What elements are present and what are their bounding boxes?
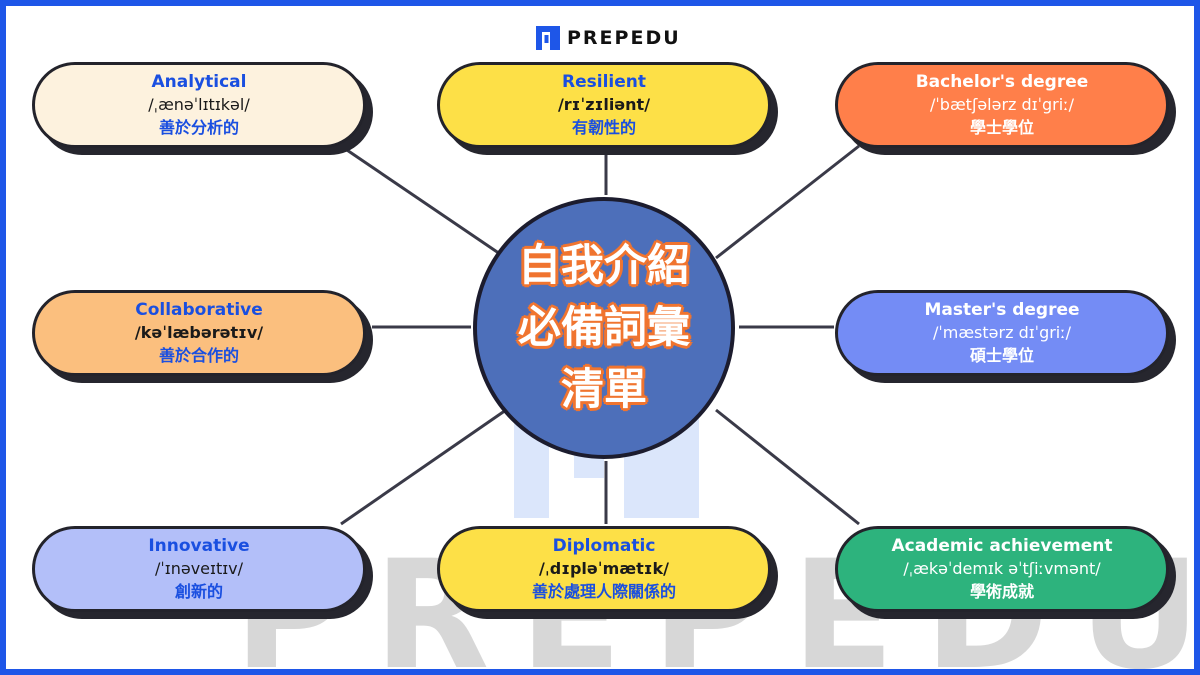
node-pill: Collaborative /kəˈlæbərətɪv/ 善於合作的 bbox=[32, 290, 366, 376]
vocab-node-analytical: Analytical /ˌænəˈlɪtɪkəl/ 善於分析的 bbox=[32, 62, 373, 155]
node-translation: 碩士學位 bbox=[969, 346, 1034, 365]
connector-line bbox=[715, 144, 860, 260]
node-pill: Master's degree /ˈmæstərz dɪˈgriː/ 碩士學位 bbox=[835, 290, 1169, 376]
node-term: Master's degree bbox=[924, 300, 1080, 320]
node-term: Academic achievement bbox=[891, 536, 1113, 556]
node-pill: Diplomatic /ˌdɪpləˈmætɪk/ 善於處理人際關係的 bbox=[437, 526, 771, 612]
node-pill: Resilient /rɪˈzɪliənt/ 有韌性的 bbox=[437, 62, 771, 148]
node-term: Bachelor's degree bbox=[915, 72, 1089, 92]
node-pill: Analytical /ˌænəˈlɪtɪkəl/ 善於分析的 bbox=[32, 62, 366, 148]
connector-line bbox=[340, 144, 507, 260]
node-term: Analytical bbox=[151, 72, 247, 92]
vocab-node-innovative: Innovative /ˈɪnəveɪtɪv/ 創新的 bbox=[32, 526, 373, 619]
node-translation: 創新的 bbox=[174, 582, 223, 601]
central-topic-line: 自我介紹 bbox=[518, 241, 690, 291]
vocab-node-diplomatic: Diplomatic /ˌdɪpləˈmætɪk/ 善於處理人際關係的 bbox=[437, 526, 778, 619]
node-ipa: /ˌænəˈlɪtɪkəl/ bbox=[148, 95, 250, 114]
node-translation: 學士學位 bbox=[969, 118, 1034, 137]
central-topic-circle: 自我介紹 必備詞彙 清單 bbox=[473, 197, 735, 459]
node-translation: 善於合作的 bbox=[158, 346, 239, 365]
vocab-node-resilient: Resilient /rɪˈzɪliənt/ 有韌性的 bbox=[437, 62, 778, 155]
node-translation: 善於分析的 bbox=[158, 118, 239, 137]
node-pill: Bachelor's degree /ˈbætʃələrz dɪˈgriː/ 學… bbox=[835, 62, 1169, 148]
node-pill: Academic achievement /ˌækəˈdemɪk əˈtʃiːv… bbox=[835, 526, 1169, 612]
node-ipa: /ˈmæstərz dɪˈgriː/ bbox=[932, 323, 1072, 342]
connector-line bbox=[715, 408, 860, 526]
node-ipa: /ˈbætʃələrz dɪˈgriː/ bbox=[930, 95, 1074, 114]
node-pill: Innovative /ˈɪnəveɪtɪv/ 創新的 bbox=[32, 526, 366, 612]
node-ipa: /rɪˈzɪliənt/ bbox=[557, 95, 651, 114]
node-term: Innovative bbox=[148, 536, 250, 556]
node-translation: 有韌性的 bbox=[571, 118, 636, 137]
node-translation: 學術成就 bbox=[969, 582, 1034, 601]
central-topic-line: 必備詞彙 bbox=[518, 303, 690, 353]
connector-lines bbox=[340, 144, 860, 526]
node-ipa: /ˈɪnəveɪtɪv/ bbox=[154, 559, 244, 578]
node-term: Diplomatic bbox=[552, 536, 656, 556]
node-ipa: /kəˈlæbərətɪv/ bbox=[134, 323, 264, 342]
vocab-node-bachelors-degree: Bachelor's degree /ˈbætʃələrz dɪˈgriː/ 學… bbox=[835, 62, 1176, 155]
vocab-node-masters-degree: Master's degree /ˈmæstərz dɪˈgriː/ 碩士學位 bbox=[835, 290, 1176, 383]
node-translation: 善於處理人際關係的 bbox=[531, 582, 676, 601]
node-term: Resilient bbox=[562, 72, 646, 92]
node-ipa: /ˌdɪpləˈmætɪk/ bbox=[539, 559, 669, 578]
node-term: Collaborative bbox=[135, 300, 263, 320]
connector-line bbox=[340, 408, 507, 526]
vocab-node-collaborative: Collaborative /kəˈlæbərətɪv/ 善於合作的 bbox=[32, 290, 373, 383]
brand-header: PREPEDU bbox=[536, 24, 681, 52]
vocab-node-academic-achievement: Academic achievement /ˌækəˈdemɪk əˈtʃiːv… bbox=[835, 526, 1176, 619]
brand-name: PREPEDU bbox=[567, 27, 681, 49]
central-topic-line: 清單 bbox=[561, 365, 647, 415]
prepedu-logo-icon bbox=[536, 26, 560, 50]
central-topic-title: 自我介紹 必備詞彙 清單 bbox=[518, 235, 690, 421]
node-ipa: /ˌækəˈdemɪk əˈtʃiːvmənt/ bbox=[903, 559, 1101, 578]
